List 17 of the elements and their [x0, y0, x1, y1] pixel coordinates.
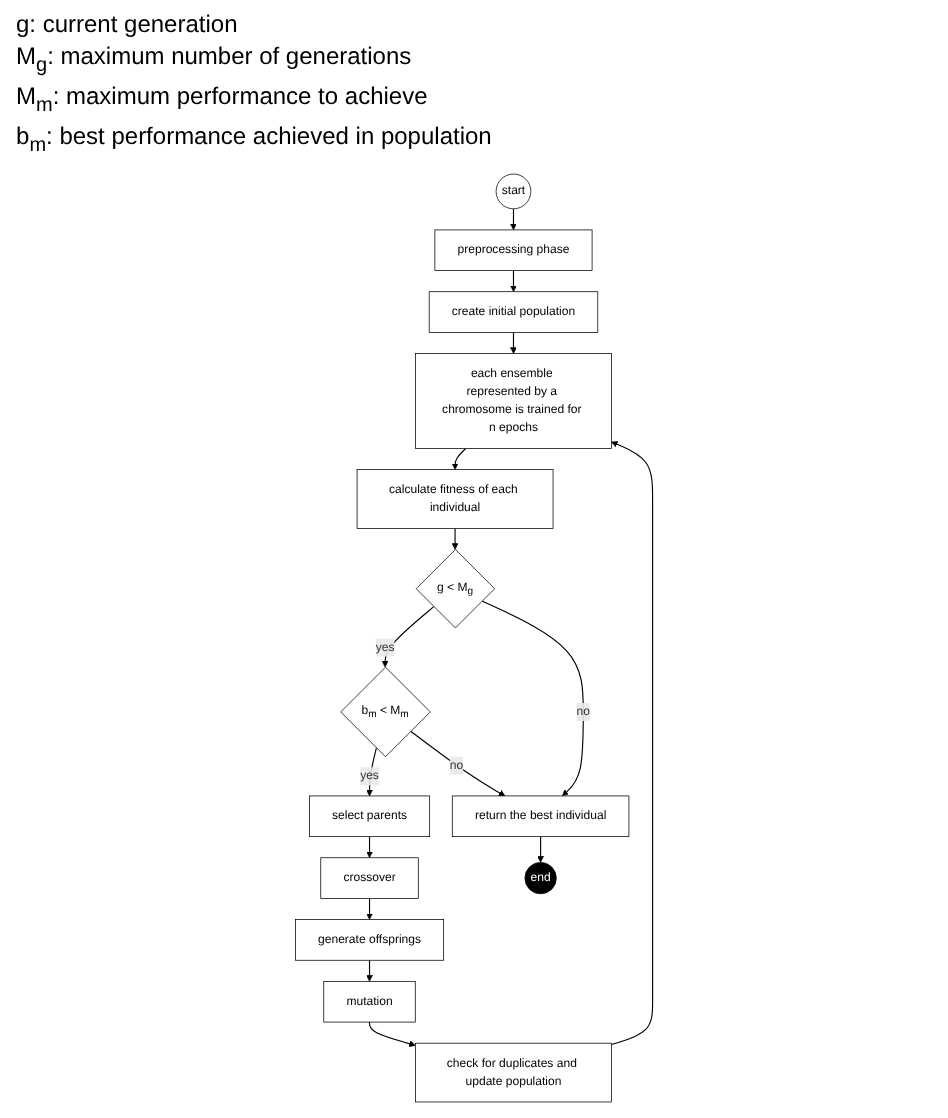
arrow — [537, 835, 544, 863]
note-text: b$_{m}$: best performance achieved in population — [16, 119, 494, 160]
arrow — [366, 897, 373, 920]
arrow — [510, 331, 517, 354]
arrow — [368, 1021, 416, 1047]
note-text: g: current generation — [16, 8, 240, 41]
arrow — [481, 600, 584, 796]
arrow — [366, 835, 373, 858]
arrow — [510, 207, 517, 230]
arrow — [451, 527, 459, 550]
arrow — [366, 959, 373, 982]
arrow — [610, 440, 654, 1045]
note-text: M$_{g}$: maximum number of generations — [16, 40, 414, 81]
arrow — [510, 269, 517, 292]
arrow — [451, 447, 467, 470]
note-text: M$_{m}$: maximum performance to achieve — [16, 80, 430, 120]
arrow — [410, 730, 506, 796]
